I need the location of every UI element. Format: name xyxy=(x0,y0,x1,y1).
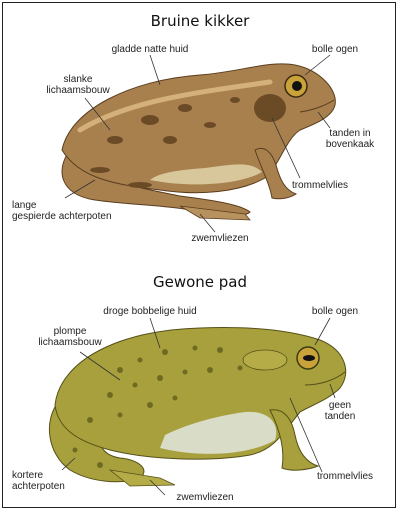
toad-label-skin: droge bobbelige huid xyxy=(85,306,215,317)
toad-label-teeth: geen tanden xyxy=(310,400,370,422)
frog-label-webs: zwemvliezen xyxy=(175,233,265,244)
frog-label-body-line1: slanke xyxy=(38,74,118,85)
frog-title: Bruine kikker xyxy=(120,12,280,30)
frog-label-body-line2: lichaamsbouw xyxy=(38,85,118,96)
frog-label-legs-line1: lange xyxy=(12,200,142,211)
toad-label-legs: kortere achterpoten xyxy=(12,470,92,492)
frog-label-eyes: bolle ogen xyxy=(300,44,370,55)
frog-label-body: slanke lichaamsbouw xyxy=(38,74,118,96)
toad-label-body-line1: plompe xyxy=(30,326,110,337)
toad-label-eardrum: trommelvlies xyxy=(300,471,390,482)
frog-label-eardrum: trommelvlies xyxy=(275,180,365,191)
frog-eardrum xyxy=(254,94,286,122)
frog-pupil xyxy=(292,81,302,91)
toad-pupil xyxy=(303,355,315,361)
toad-illustration xyxy=(49,328,345,487)
toad-label-eyes: bolle ogen xyxy=(300,306,370,317)
toad-label-teeth-line1: geen xyxy=(310,400,370,411)
frog-label-skin: gladde natte huid xyxy=(95,44,205,55)
toad-parotoid-gland xyxy=(243,350,287,370)
toad-label-legs-line2: achterpoten xyxy=(12,481,92,492)
toad-label-body-line2: lichaamsbouw xyxy=(30,337,110,348)
frog-label-legs: lange gespierde achterpoten xyxy=(12,200,142,222)
frog-label-teeth: tanden in bovenkaak xyxy=(310,128,390,150)
toad-label-webs: zwemvliezen xyxy=(160,492,250,503)
toad-label-legs-line1: kortere xyxy=(12,470,92,481)
toad-label-teeth-line2: tanden xyxy=(310,411,370,422)
frog-label-legs-line2: gespierde achterpoten xyxy=(12,211,142,222)
toad-label-body: plompe lichaamsbouw xyxy=(30,326,110,348)
frog-label-teeth-line1: tanden in xyxy=(310,128,390,139)
toad-title: Gewone pad xyxy=(120,273,280,291)
frog-label-teeth-line2: bovenkaak xyxy=(310,139,390,150)
